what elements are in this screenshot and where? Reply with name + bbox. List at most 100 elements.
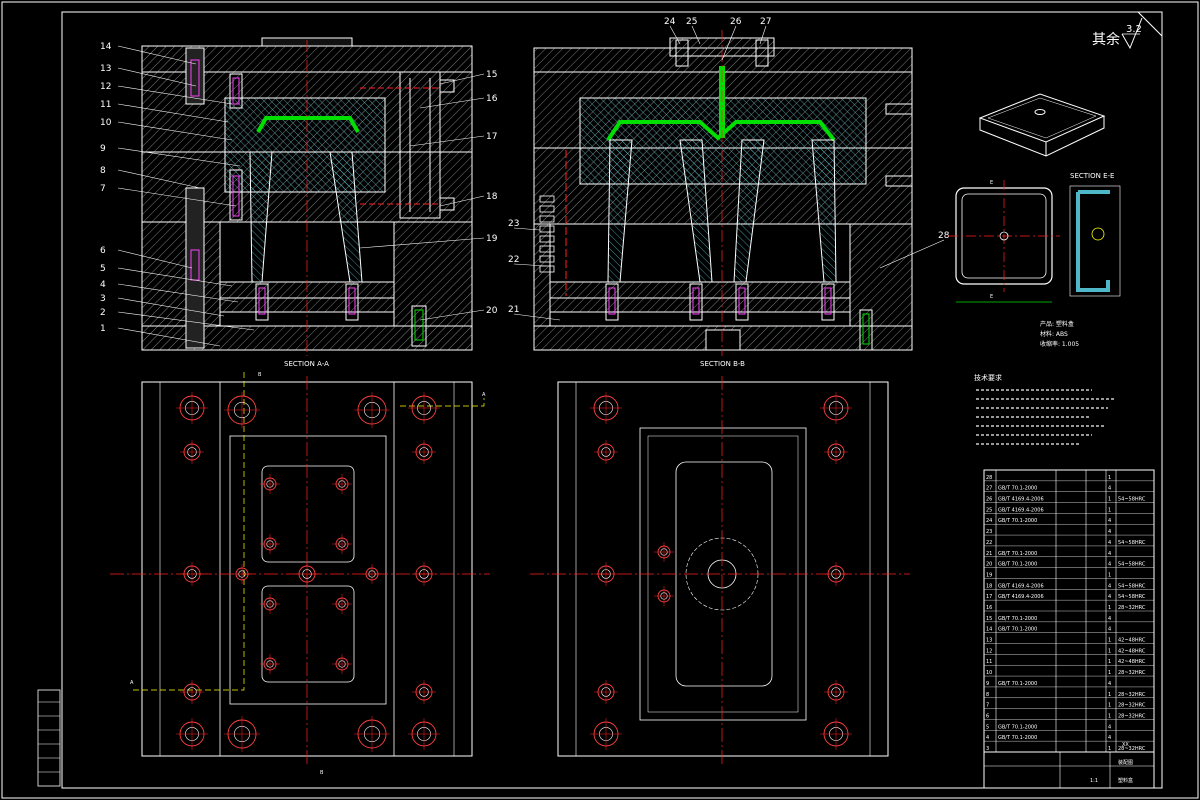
bom-standard: GB/T 70.1-2000 <box>998 562 1037 568</box>
title-scale: 1:1 <box>1090 778 1098 784</box>
bom-standard: GB/T 4169.4-2006 <box>998 583 1044 589</box>
bom-no: 23 <box>986 529 992 535</box>
callout-number: 7 <box>100 184 106 194</box>
section-e-view: E E SECTION E-E <box>948 172 1121 303</box>
bom-no: 15 <box>986 616 992 622</box>
bom-qty: 4 <box>1108 681 1111 687</box>
product-info-line-2: 材料: ABS <box>1040 330 1068 338</box>
callout-number: 17 <box>486 132 497 142</box>
surface-finish-value: 3.2 <box>1126 24 1142 35</box>
title-product: 塑料盒 <box>1118 777 1133 784</box>
bom-note: 54~58HRC <box>1118 583 1146 589</box>
bom-no: 26 <box>986 497 992 503</box>
callout-number: 28 <box>938 231 950 241</box>
molded-part-b <box>606 120 836 142</box>
bom-no: 16 <box>986 605 992 611</box>
bom-note: 54~58HRC <box>1118 594 1146 600</box>
bom-standard: GB/T 70.1-2000 <box>998 486 1037 492</box>
callout-leader <box>359 237 485 249</box>
callout-leader <box>513 263 547 267</box>
callout-number: 12 <box>100 82 111 92</box>
bom-no: 12 <box>986 648 992 654</box>
callout-leader <box>117 121 233 141</box>
section-e-title: SECTION E-E <box>1070 172 1114 180</box>
cut-mark-e-top: E <box>990 180 993 186</box>
bom-no: 19 <box>986 572 992 578</box>
callout-number: 11 <box>100 100 111 110</box>
bom-no: 21 <box>986 551 992 557</box>
callout-leader <box>117 169 201 189</box>
bom-no: 10 <box>986 670 992 676</box>
product-info: 产品: 塑料盒 材料: ABS 收缩率: 1.005 <box>1040 320 1079 348</box>
bom-qty: 1 <box>1108 497 1111 503</box>
section-a-view: SECTION A-A <box>141 37 473 368</box>
bom-qty: 4 <box>1108 724 1111 730</box>
bom-note: 28~32HRC <box>1118 692 1146 698</box>
cut-mark-a-right: A <box>482 392 486 398</box>
bom-qty: 1 <box>1108 659 1111 665</box>
section-b-title: SECTION B-B <box>700 360 745 368</box>
bom-qty: 4 <box>1108 583 1111 589</box>
bom-no: 27 <box>986 486 992 492</box>
inner-border <box>61 11 1163 789</box>
callout-leader <box>117 103 229 123</box>
callout-leader <box>513 313 561 321</box>
bom-qty: 4 <box>1108 551 1111 557</box>
callout-number: 26 <box>730 17 742 27</box>
callout-number: 1 <box>100 324 106 334</box>
bom-qty: 1 <box>1108 605 1111 611</box>
bom-note: 28~32HRC <box>1118 713 1146 719</box>
bom-no: 9 <box>986 681 989 687</box>
bom-qty: 4 <box>1108 594 1111 600</box>
callout-leader <box>117 297 225 317</box>
molded-part-a <box>256 116 360 133</box>
bom-note: 28~32HRC <box>1118 605 1146 611</box>
callout-leader <box>409 135 485 147</box>
callout-number: 2 <box>100 308 106 318</box>
bom-standard: GB/T 4169.4-2006 <box>998 594 1044 600</box>
roughness-symbol-icon <box>1121 17 1143 50</box>
cut-mark-b-bottom: B <box>320 770 324 776</box>
bom-qty: 1 <box>1108 638 1111 644</box>
bom-no: 24 <box>986 518 992 524</box>
callout-leader <box>759 25 767 45</box>
bom-note: 28~32HRC <box>1118 670 1146 676</box>
bom-standard: GB/T 4169.4-2006 <box>998 507 1044 513</box>
bom-no: 5 <box>986 724 989 730</box>
product-info-line-3: 收缩率: 1.005 <box>1040 340 1079 348</box>
callout-number: 10 <box>100 118 112 128</box>
bom-standard: GB/T 70.1-2000 <box>998 724 1037 730</box>
bom-no: 8 <box>986 692 989 698</box>
callout-leader <box>879 239 945 269</box>
callout-number: 9 <box>100 144 106 154</box>
surface-finish-label: 其余 <box>1092 31 1120 48</box>
callout-leader <box>117 327 221 347</box>
callout-leader <box>117 267 233 287</box>
bom-qty: 4 <box>1108 616 1111 622</box>
bom-note: 28~32HRC <box>1118 703 1146 709</box>
callout-number: 5 <box>100 264 106 274</box>
callout-leader <box>117 85 233 105</box>
bom-qty: 4 <box>1108 529 1111 535</box>
bom-row: 23 4 <box>984 529 1154 536</box>
bom-row: 16 1 28~32HRC <box>984 605 1154 612</box>
section-a-title: SECTION A-A <box>284 360 329 368</box>
callout-number: 22 <box>508 255 519 265</box>
bom-no: 3 <box>986 746 989 752</box>
section-b-view: SECTION B-B <box>533 30 913 368</box>
bom-standard: GB/T 70.1-2000 <box>998 735 1037 741</box>
